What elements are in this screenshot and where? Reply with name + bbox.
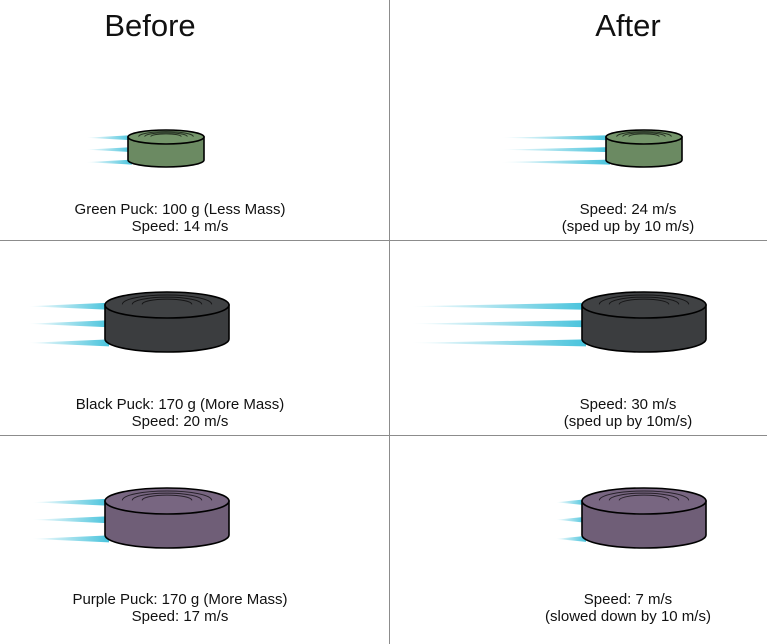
puck-texture-ring <box>628 133 660 137</box>
motion-trail <box>500 147 610 153</box>
puck-texture-ring <box>138 131 194 137</box>
black-puck-after-caption: Speed: 30 m/s (sped up by 10m/s) <box>448 396 767 430</box>
caption-line: Purple Puck: 170 g (More Mass) <box>72 591 288 608</box>
caption-line: Speed: 24 m/s <box>579 201 677 218</box>
caption-line: Green Puck: 100 g (Less Mass) <box>74 201 286 218</box>
puck-texture-ring <box>141 298 193 305</box>
black-puck-before-caption: Black Puck: 170 g (More Mass) Speed: 20 … <box>0 396 360 430</box>
motion-trail <box>500 135 610 141</box>
puck-texture-ring <box>608 492 680 501</box>
purple-puck-before <box>32 487 230 549</box>
caption-line: Speed: 30 m/s <box>579 396 677 413</box>
green-puck-after <box>500 129 683 168</box>
black-puck-before <box>28 291 230 353</box>
puck-side <box>127 136 205 168</box>
green-puck-before <box>86 129 205 168</box>
puck-texture-ring <box>131 296 203 305</box>
motion-trail <box>410 320 586 328</box>
caption-line: (slowed down by 10 m/s) <box>545 608 711 625</box>
column-divider <box>389 0 390 644</box>
caption-line: (sped up by 10 m/s) <box>561 218 695 235</box>
motion-trail <box>32 516 109 524</box>
motion-trail <box>86 159 132 165</box>
puck-texture-ring <box>616 131 672 137</box>
puck-texture-ring <box>131 492 203 501</box>
puck-texture-ring <box>598 490 690 501</box>
puck-texture-ring <box>618 298 670 305</box>
caption-line: Speed: 7 m/s <box>583 591 673 608</box>
motion-trail <box>410 339 586 347</box>
puck-top <box>104 487 230 515</box>
caption-line: (sped up by 10m/s) <box>563 413 693 430</box>
puck-texture-ring <box>608 296 680 305</box>
puck-side <box>605 136 683 168</box>
motion-trail <box>556 516 586 523</box>
purple-puck-after-caption: Speed: 7 m/s (slowed down by 10 m/s) <box>448 591 767 625</box>
puck-texture-ring <box>150 133 182 137</box>
motion-trail <box>410 302 586 310</box>
purple-puck-before-caption: Purple Puck: 170 g (More Mass) Speed: 17… <box>0 591 360 625</box>
motion-trail <box>32 498 109 506</box>
motion-trail <box>86 147 132 153</box>
motion-trail <box>556 499 586 506</box>
puck-texture-ring <box>121 490 213 501</box>
puck-texture-ring <box>622 132 666 137</box>
puck-texture-ring <box>618 494 670 501</box>
caption-line: Speed: 17 m/s <box>131 608 229 625</box>
row-divider-2 <box>0 435 767 436</box>
purple-puck-after <box>556 487 707 549</box>
row-divider-1 <box>0 240 767 241</box>
motion-trail <box>28 339 109 347</box>
puck-texture-ring <box>598 294 690 305</box>
puck-texture-ring <box>141 494 193 501</box>
caption-line: Black Puck: 170 g (More Mass) <box>75 396 285 413</box>
before-header: Before <box>104 8 196 43</box>
caption-line: Speed: 14 m/s <box>131 218 229 235</box>
green-puck-after-caption: Speed: 24 m/s (sped up by 10 m/s) <box>448 201 767 235</box>
motion-trail <box>556 535 586 542</box>
puck-texture-ring <box>121 294 213 305</box>
caption-line: Speed: 20 m/s <box>131 413 229 430</box>
green-puck-before-caption: Green Puck: 100 g (Less Mass) Speed: 14 … <box>0 201 360 235</box>
motion-trail <box>28 320 109 328</box>
after-header: After <box>595 8 661 43</box>
motion-trail <box>32 535 109 543</box>
puck-texture-ring <box>144 132 188 137</box>
black-puck-after <box>410 291 707 353</box>
motion-trail <box>86 135 132 141</box>
motion-trail <box>28 302 109 310</box>
motion-trail <box>500 159 610 165</box>
puck-top <box>581 487 707 515</box>
puck-top <box>581 291 707 319</box>
puck-top <box>104 291 230 319</box>
